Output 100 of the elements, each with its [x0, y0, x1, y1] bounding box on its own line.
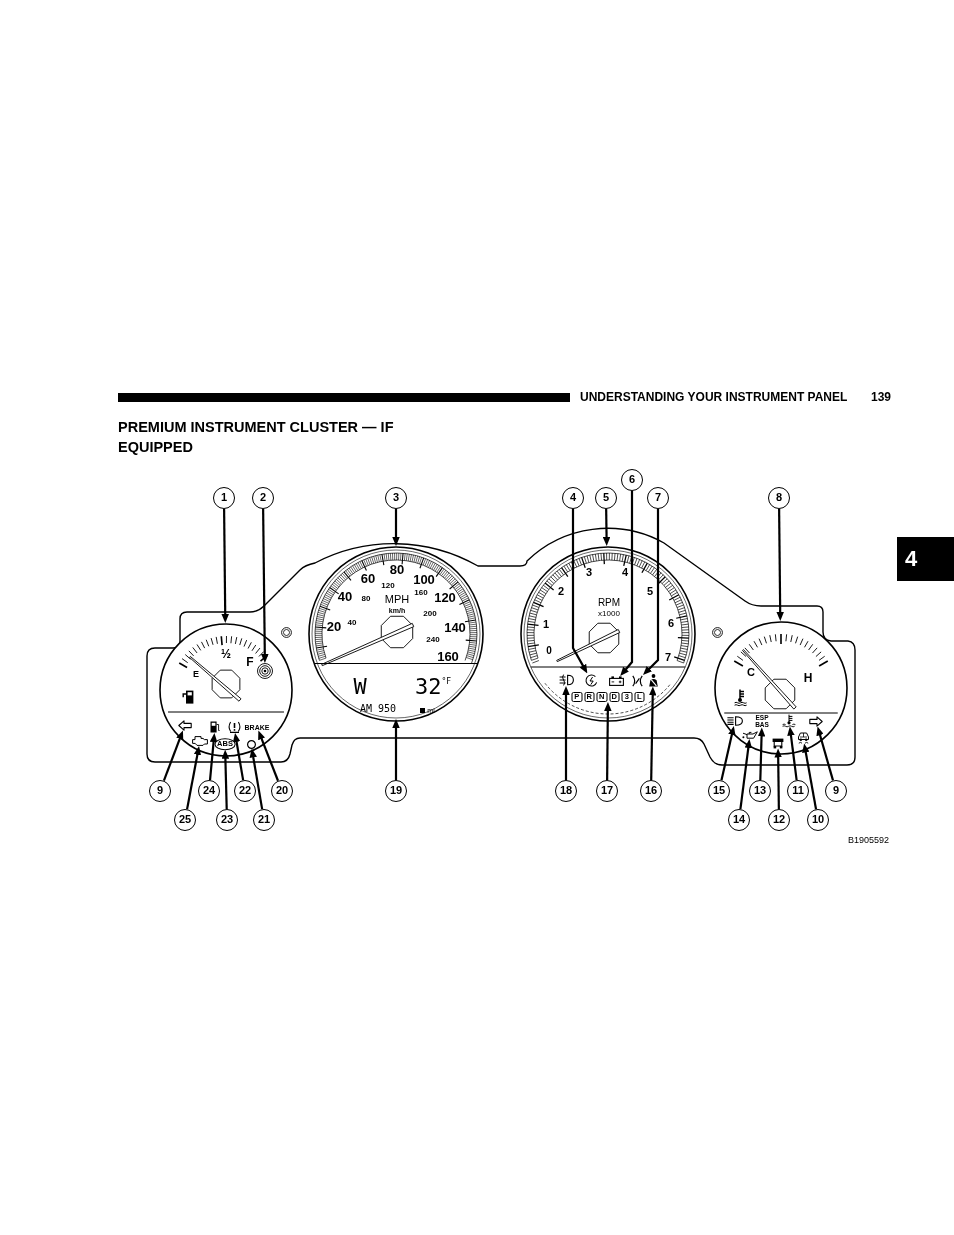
leader-line [602, 509, 611, 546]
unit-label: x1000 [598, 610, 620, 618]
dial-number: 5 [646, 585, 654, 597]
leader-line [620, 491, 634, 676]
unit-label: MPH [384, 593, 410, 605]
display-text: W [353, 676, 367, 698]
leader-line [774, 748, 782, 809]
callout-number: 13 [749, 780, 771, 802]
fuel-pump-icon [210, 721, 220, 733]
dial-number: 200 [423, 610, 437, 618]
leader-line [258, 730, 280, 782]
dial-number: 80 [361, 595, 371, 603]
leader-line [816, 726, 835, 781]
seatbelt-icon [647, 673, 659, 687]
leader-line [604, 702, 612, 780]
display-text: AM 950 [359, 704, 397, 714]
leader-line [571, 509, 588, 674]
dial-number: 160 [414, 589, 428, 597]
callout-number: 11 [787, 780, 809, 802]
dial-number: ½ [221, 648, 231, 660]
dial-number: 60 [360, 571, 376, 585]
dial-number: 140 [444, 620, 466, 634]
callout-number: 20 [271, 780, 293, 802]
battery-icon [608, 676, 624, 686]
callout-number: 4 [562, 487, 584, 509]
figure-code: B1905592 [848, 836, 890, 845]
tachometer [520, 546, 696, 722]
unit-label: RPM [597, 598, 621, 608]
callout-number: 5 [595, 487, 617, 509]
callout-number: 9 [825, 780, 847, 802]
leader-line [802, 743, 818, 810]
dial-number: 3 [585, 566, 593, 578]
fog-light-icon [558, 674, 574, 686]
turn-signal-icon [809, 715, 823, 727]
leader-line [232, 733, 245, 781]
callout-number: 9 [149, 780, 171, 802]
dial-number: 20 [326, 619, 342, 633]
dial-number: 80 [389, 562, 405, 576]
dial-number: 100 [413, 572, 435, 586]
callout-number: 1 [213, 487, 235, 509]
callout-number: 24 [198, 780, 220, 802]
dial-number: 40 [337, 589, 353, 603]
leader-line [757, 727, 766, 781]
dial-number: 6 [667, 617, 675, 629]
leader-line [562, 686, 570, 780]
page-number: 139 [871, 391, 892, 403]
dial-number: 240 [426, 636, 440, 644]
chair-icon [772, 737, 784, 749]
brackets-icon [630, 675, 644, 687]
leader-line [643, 509, 660, 675]
ring-icon [246, 739, 256, 749]
leader-line [739, 739, 753, 810]
turn-signal-icon [178, 719, 192, 731]
lightning-icon [584, 673, 598, 687]
callout-number: 12 [768, 809, 790, 831]
callout-number: 19 [385, 780, 407, 802]
dial-letter: E [193, 669, 199, 679]
thermometer-icon [782, 713, 796, 727]
callout-number: 10 [807, 809, 829, 831]
dial-number: 2 [557, 585, 565, 597]
oil-can-icon [742, 731, 758, 739]
display-text: 32$^{°F}$ [414, 676, 452, 698]
callout-number: 17 [596, 780, 618, 802]
dial-number: 120 [381, 582, 395, 590]
dial-number: 40 [347, 619, 357, 627]
dial-number: 7 [664, 651, 672, 663]
dial-number: 120 [434, 590, 456, 604]
callout-number: 16 [640, 780, 662, 802]
callout-number: 8 [768, 487, 790, 509]
callout-number: 3 [385, 487, 407, 509]
engine-icon [192, 736, 208, 746]
leader-line [221, 509, 229, 623]
fuel-gauge [159, 623, 293, 757]
leader-line [261, 509, 269, 663]
headlight-icon [727, 716, 743, 726]
dial-number: 160 [437, 649, 459, 663]
tire-warning-icon [226, 721, 242, 733]
knob-icon [257, 663, 273, 679]
chapter-tab: 4 [897, 537, 954, 581]
callout-number: 6 [621, 469, 643, 491]
callout-number: 22 [234, 780, 256, 802]
leader-line [720, 726, 736, 781]
skid-car-icon [796, 730, 810, 744]
leader-line [185, 746, 202, 810]
leader-line [392, 509, 400, 546]
leader-line [776, 509, 784, 621]
leader-line [162, 730, 184, 782]
speedometer [308, 546, 484, 722]
callout-number: 21 [253, 809, 275, 831]
callout-number: 25 [174, 809, 196, 831]
leader-line [787, 726, 798, 781]
dial-number: 4 [621, 566, 629, 578]
dial-letter: C [747, 666, 755, 678]
dial-letter: H [803, 672, 813, 684]
callout-number: 2 [252, 487, 274, 509]
callout-number: 7 [647, 487, 669, 509]
section-title: PREMIUM INSTRUMENT CLUSTER — IF EQUIPPED [118, 418, 395, 457]
dial-number: 0 [546, 646, 552, 656]
running-header: UNDERSTANDING YOUR INSTRUMENT PANEL [580, 391, 848, 403]
dial-number: 1 [542, 618, 550, 630]
